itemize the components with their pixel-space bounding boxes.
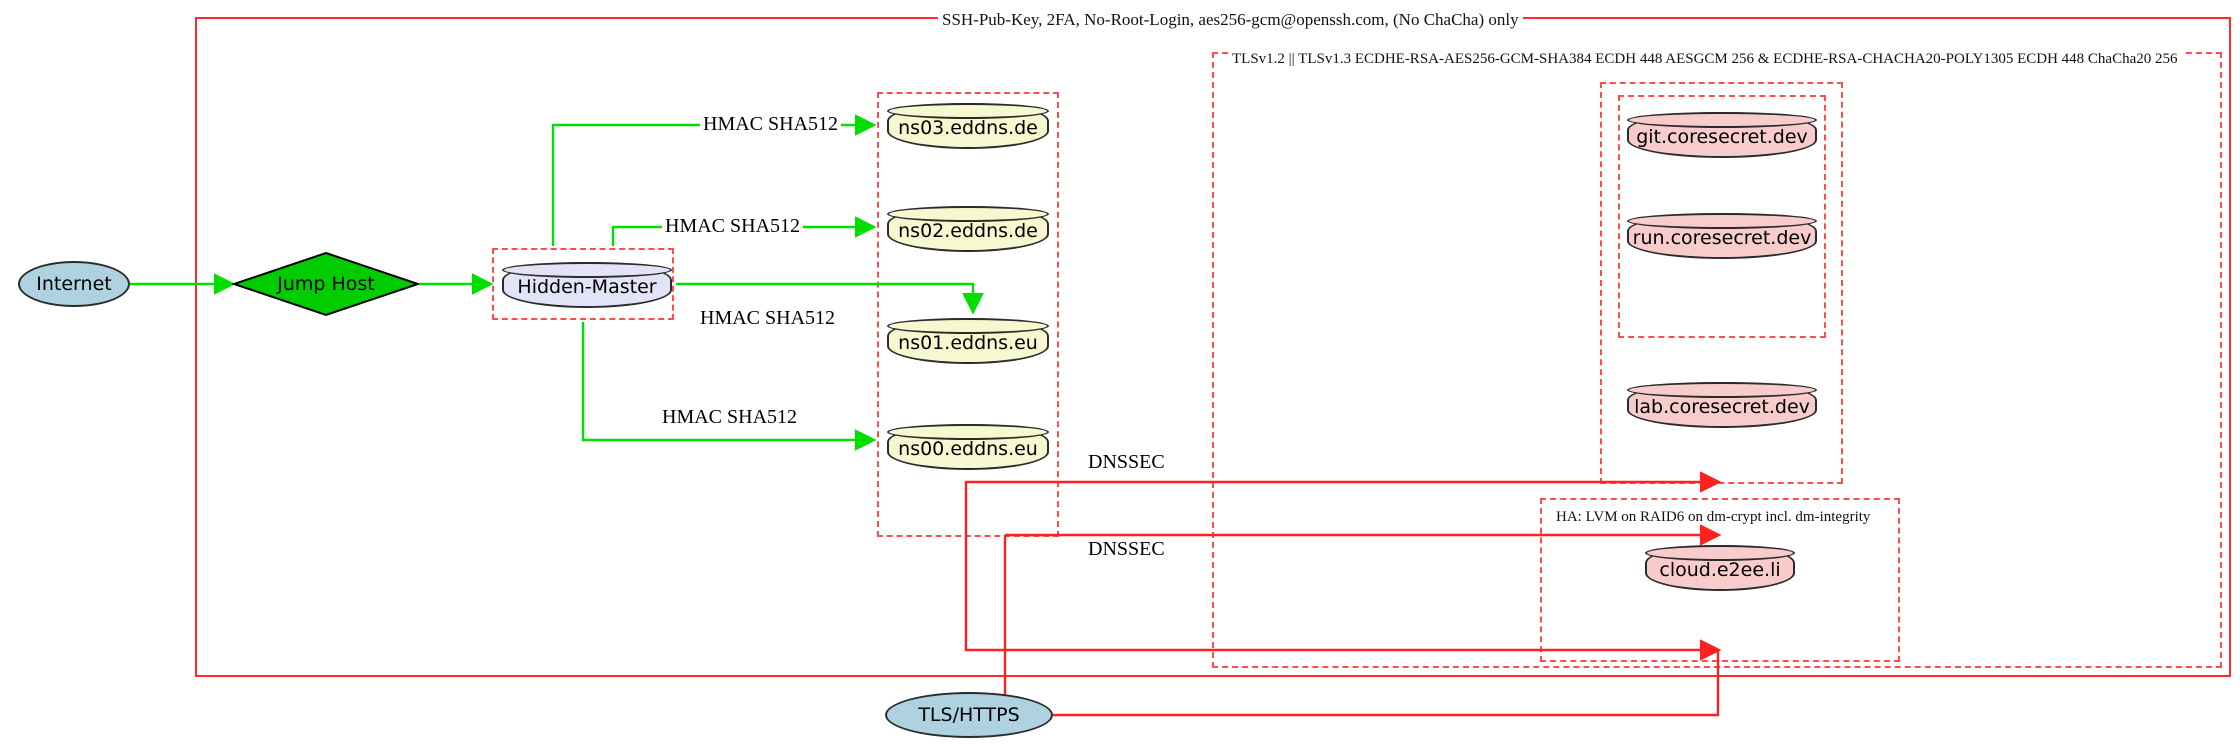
node-tls-https[interactable]: TLS/HTTPS — [885, 692, 1053, 738]
node-cloud-e2ee[interactable]: cloud.e2ee.li — [1645, 545, 1795, 591]
node-ns02-label: ns02.eddns.de — [898, 220, 1038, 242]
node-run-coresecret-label: run.coresecret.dev — [1632, 227, 1812, 249]
node-jump-host[interactable]: Jump Host — [232, 251, 420, 317]
node-cloud-e2ee-label: cloud.e2ee.li — [1659, 559, 1781, 581]
cluster-dns-servers — [877, 92, 1059, 537]
cluster-ha-storage-label: HA: LVM on RAID6 on dm-crypt incl. dm-in… — [1552, 510, 1875, 525]
node-ns01-label: ns01.eddns.eu — [898, 332, 1038, 354]
edge-label-dnssec-lower: DNSSEC — [1085, 538, 1168, 560]
node-git-coresecret-label: git.coresecret.dev — [1636, 126, 1808, 148]
edge-label-hmac-ns02: HMAC SHA512 — [662, 215, 804, 237]
node-git-coresecret[interactable]: git.coresecret.dev — [1627, 112, 1817, 158]
edge-label-hmac-ns03: HMAC SHA512 — [700, 113, 842, 135]
cluster-ssh-boundary-label: SSH-Pub-Key, 2FA, No-Root-Login, aes256-… — [938, 11, 1523, 28]
node-hidden-master-label: Hidden-Master — [517, 276, 657, 298]
node-ns00[interactable]: ns00.eddns.eu — [887, 424, 1049, 470]
node-ns00-label: ns00.eddns.eu — [898, 438, 1038, 460]
node-run-coresecret[interactable]: run.coresecret.dev — [1627, 213, 1817, 259]
node-internet-label: Internet — [36, 273, 112, 295]
node-hidden-master[interactable]: Hidden-Master — [502, 262, 672, 308]
node-lab-coresecret[interactable]: lab.coresecret.dev — [1627, 382, 1817, 428]
edge-label-hmac-ns01: HMAC SHA512 — [697, 307, 839, 329]
node-ns01[interactable]: ns01.eddns.eu — [887, 318, 1049, 364]
node-ns03-label: ns03.eddns.de — [898, 117, 1038, 139]
node-ns02[interactable]: ns02.eddns.de — [887, 206, 1049, 252]
cluster-coresecret-inner — [1618, 95, 1826, 338]
node-ns03[interactable]: ns03.eddns.de — [887, 103, 1049, 149]
edge-label-hmac-ns00: HMAC SHA512 — [659, 406, 801, 428]
node-lab-coresecret-label: lab.coresecret.dev — [1634, 396, 1810, 418]
cluster-tls-boundary-label: TLSv1.2 || TLSv1.3 ECDHE-RSA-AES256-GCM-… — [1228, 52, 2182, 67]
node-internet[interactable]: Internet — [18, 261, 130, 307]
node-tls-https-label: TLS/HTTPS — [918, 704, 1020, 726]
edge-label-dnssec-upper: DNSSEC — [1085, 451, 1168, 473]
